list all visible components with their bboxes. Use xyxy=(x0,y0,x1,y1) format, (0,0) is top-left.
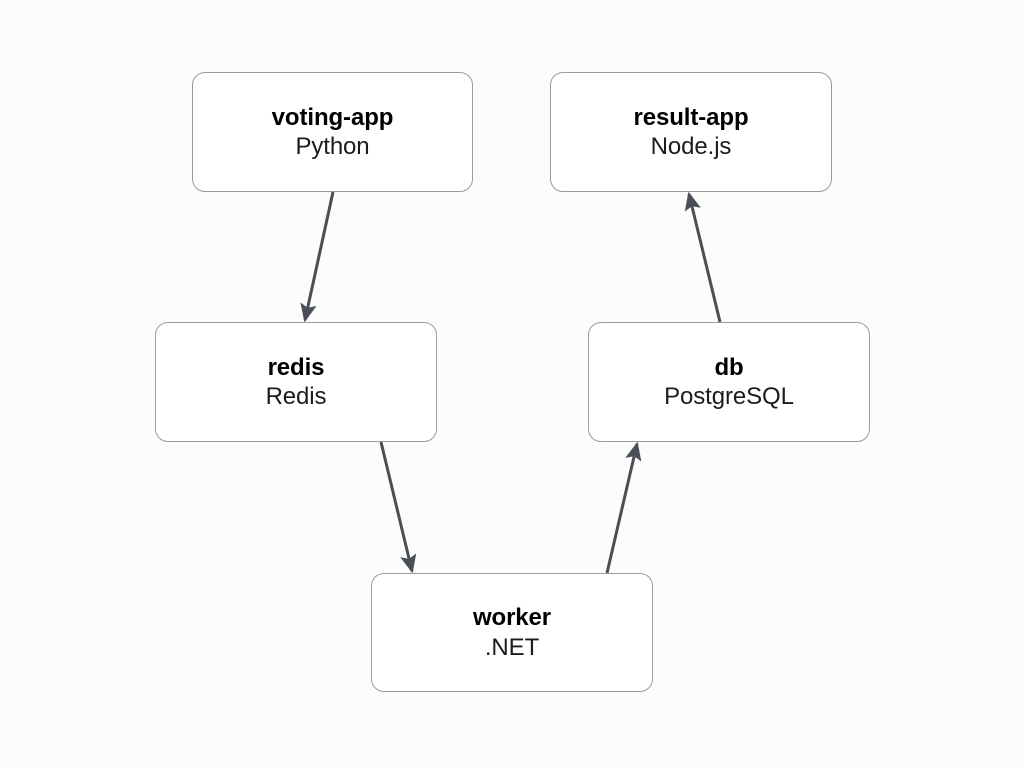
node-subtitle: Python xyxy=(295,133,370,160)
node-redis[interactable]: redis Redis xyxy=(155,322,437,442)
node-title: result-app xyxy=(633,103,749,131)
node-subtitle: .NET xyxy=(484,633,540,661)
node-result-app[interactable]: result-app Node.js xyxy=(550,72,832,192)
node-title: db xyxy=(714,353,744,381)
node-voting-app[interactable]: voting-app Python xyxy=(192,72,473,192)
edge-redis-to-worker xyxy=(379,441,417,574)
node-title: worker xyxy=(472,604,552,632)
edge-worker-to-db xyxy=(605,441,642,574)
node-subtitle: Node.js xyxy=(650,133,732,160)
node-worker[interactable]: worker .NET xyxy=(371,573,653,692)
node-title: redis xyxy=(267,353,325,381)
node-db[interactable]: db PostgreSQL xyxy=(588,322,870,442)
node-subtitle: PostgreSQL xyxy=(664,383,794,410)
node-title: voting-app xyxy=(271,103,394,131)
edge-voting-app-to-redis xyxy=(300,191,335,323)
node-subtitle: Redis xyxy=(265,383,327,410)
edge-db-to-result-app xyxy=(684,191,722,323)
